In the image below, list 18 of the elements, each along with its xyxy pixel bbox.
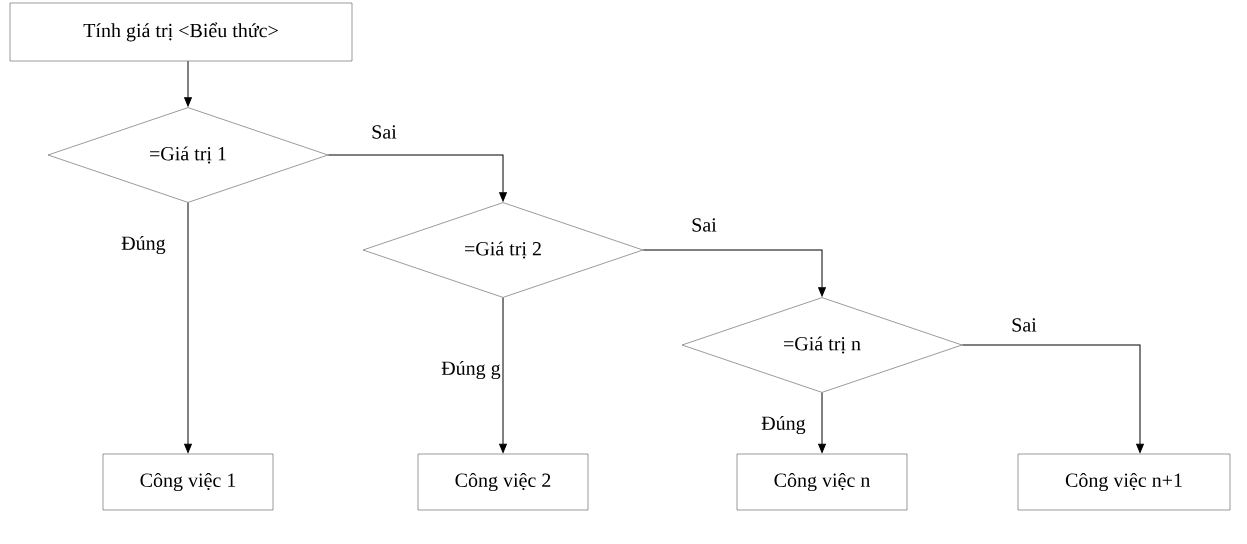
edge-label: Đúng (760, 414, 807, 436)
arrow (818, 392, 826, 453)
edge-label: Đúng g (440, 359, 502, 381)
edge-label: Sai (370, 124, 398, 140)
arrow (184, 60, 192, 107)
process-box: Tính giá trị <Biểu thức> (9, 2, 353, 62)
process-box: Công việc 2 (417, 453, 589, 511)
process-box: Công việc 1 (102, 453, 274, 511)
process-box: Công việc n+1 (1017, 453, 1231, 511)
edge-label: Sai (690, 217, 718, 233)
process-box: Công việc n (736, 453, 908, 511)
edge-label: Sai (1010, 317, 1038, 333)
arrow (184, 202, 192, 453)
arrow (961, 344, 1144, 453)
edge-label: Đúng (120, 234, 167, 256)
arrow (642, 249, 826, 297)
arrow (327, 154, 507, 202)
arrow (499, 297, 507, 453)
